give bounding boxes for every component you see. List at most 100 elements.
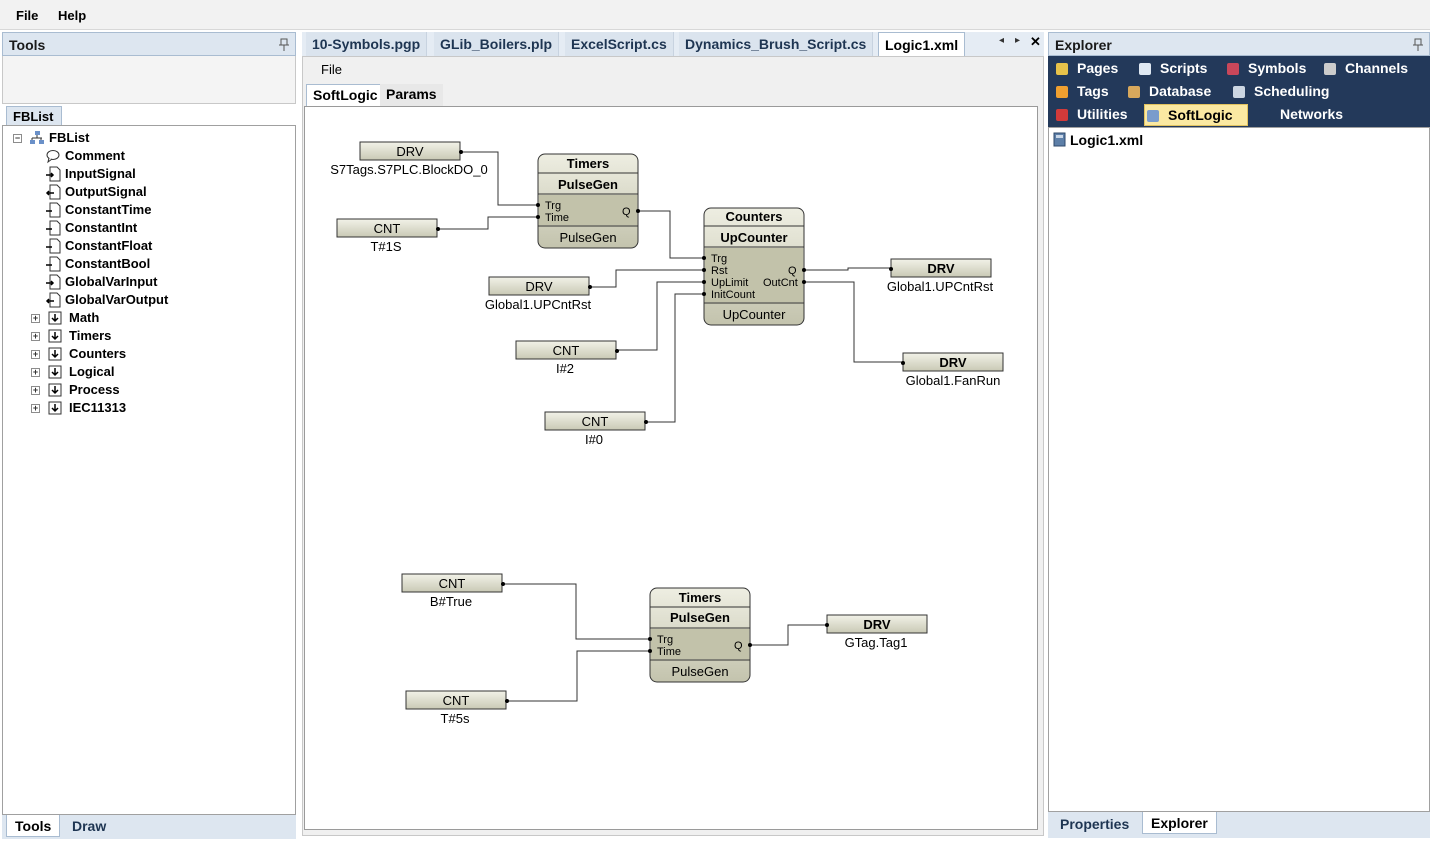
expand-icon[interactable]: + [31,349,40,359]
collapse-icon[interactable]: − [13,133,22,143]
signal-port[interactable] [459,150,463,154]
networks-icon [1259,109,1271,121]
tree-item-constantbool[interactable]: ConstantBool [43,255,243,273]
function-block-pulsegen-1[interactable]: Timers PulseGen Trg Time Q PulseGen [536,153,640,249]
tools-bottom-tabbar: Tools Draw [2,815,296,839]
close-icon[interactable]: ✕ [1030,34,1041,49]
tab-logic1[interactable]: Logic1.xml [878,32,966,56]
explorer-nav-label: Tags [1077,83,1109,99]
port-uplimit: UpLimit [711,277,748,289]
folder-block-icon [48,401,62,415]
folder-block-icon [48,365,62,379]
tags-icon [1056,86,1068,98]
input-signal-icon [46,274,61,290]
tab-explorer[interactable]: Explorer [1142,812,1217,834]
tree-group-label: Math [69,310,100,325]
signal-port[interactable] [501,582,505,586]
menu-file[interactable]: File [16,8,39,23]
scroll-right-icon[interactable]: ▸ [1015,35,1021,46]
function-block-upcounter[interactable]: Counters UpCounter Trg Rst UpLimit InitC… [702,207,806,326]
tree-group-iec11313[interactable]: +IEC11313 [31,399,231,417]
tree-item-inputsignal[interactable]: InputSignal [43,165,243,183]
signal-port[interactable] [901,361,905,365]
tab-dynamics-brush-script[interactable]: Dynamics_Brush_Script.cs [679,32,874,56]
expand-icon[interactable]: + [31,385,40,395]
expand-icon[interactable]: + [31,331,40,341]
tree-item-outputsignal[interactable]: OutputSignal [43,183,243,201]
tree-item-constantint[interactable]: ConstantInt [43,219,243,237]
explorer-nav-label: Symbols [1248,60,1307,76]
output-signal-icon [45,184,61,200]
scroll-left-icon[interactable]: ◂ [999,35,1005,46]
tree-item-constanttime[interactable]: ConstantTime [43,201,243,219]
tab-glib-boilers[interactable]: GLib_Boilers.plp [434,32,560,56]
tree-group-logical[interactable]: +Logical [31,363,231,381]
comment-icon [46,150,60,164]
tab-softlogic[interactable]: SoftLogic [306,84,385,106]
tree-item-globalvarinput[interactable]: GlobalVarInput [43,273,243,291]
tools-panel-header: Tools [2,32,296,56]
pin-icon[interactable] [279,38,289,51]
signal-port[interactable] [615,349,619,353]
tree-root-icon [30,131,44,144]
function-block-pulsegen-2[interactable]: Timers PulseGen Trg Time Q PulseGen [648,587,752,683]
tab-excelscript[interactable]: ExcelScript.cs [565,32,674,56]
menu-help[interactable]: Help [58,8,87,23]
tree-item-globalvaroutput[interactable]: GlobalVarOutput [43,291,243,309]
signal-type: CNT [374,221,401,236]
editor-file-menu[interactable]: File [321,62,342,77]
explorer-nav-label: Networks [1280,106,1344,122]
tree-group-counters[interactable]: +Counters [31,345,231,363]
tab-properties[interactable]: Properties [1060,816,1130,832]
signal-value: Global1.UPCntRst [887,279,994,294]
pin-icon[interactable] [1413,38,1423,51]
expand-icon[interactable]: + [31,313,40,323]
tree-group-process[interactable]: +Process [31,381,231,399]
tree-item-comment[interactable]: Comment [43,147,243,165]
symbols-icon [1227,63,1239,75]
block-category: Counters [725,209,782,224]
signal-port[interactable] [889,267,893,271]
explorer-nav-label: Pages [1077,60,1119,76]
block-icon [46,220,61,236]
signal-port[interactable] [436,227,440,231]
signal-value: B#True [430,594,472,609]
tree-item-constantfloat[interactable]: ConstantFloat [43,237,243,255]
signal-type: DRV [863,617,891,632]
signal-port[interactable] [505,699,509,703]
signal-type: DRV [396,144,424,159]
folder-block-icon [48,329,62,343]
port-trg: Trg [657,634,673,646]
tree-group-math[interactable]: + Math [31,309,231,327]
tree-group-timers[interactable]: +Timers [31,327,231,345]
tab-draw[interactable]: Draw [72,818,107,834]
block-footer: PulseGen [671,664,728,679]
explorer-nav-label: Channels [1345,60,1409,76]
tree-root-fblist[interactable]: − FBList [13,129,133,147]
block-title: PulseGen [670,610,730,625]
expand-icon[interactable]: + [31,403,40,413]
tab-tools[interactable]: Tools [6,815,61,837]
explorer-nav-softlogic[interactable]: SoftLogic [1144,104,1248,126]
expand-icon[interactable]: + [31,367,40,377]
signal-value: Global1.UPCntRst [485,297,592,312]
tab-10-symbols[interactable]: 10-Symbols.pgp [306,32,428,56]
tab-fblist[interactable]: FBList [6,106,62,126]
signal-port[interactable] [825,623,829,627]
signal-port[interactable] [588,285,592,289]
signal-port[interactable] [644,420,648,424]
signal-type: CNT [553,343,580,358]
tab-params[interactable]: Params [380,84,443,106]
